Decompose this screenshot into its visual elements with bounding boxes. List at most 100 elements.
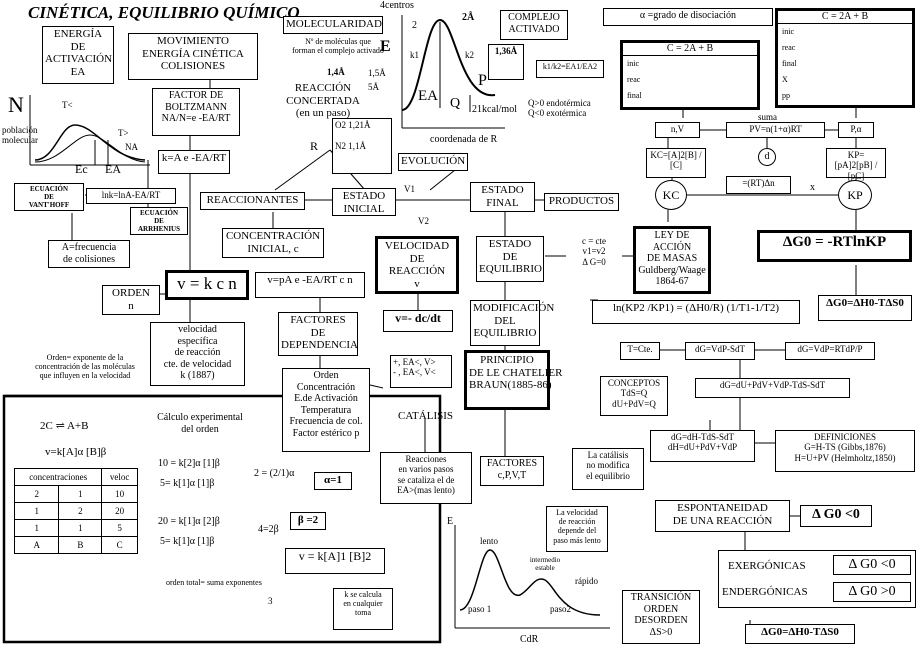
reaction-label-right: C = 2A + B — [778, 11, 912, 24]
catalysis-multi-box: Reacciones en varios pasos se cataliza e… — [380, 452, 472, 504]
eq-factors-box: FACTORES c,P,V,T — [480, 456, 544, 486]
beta-result-box: β =2 — [290, 512, 326, 530]
pa-box: P,α — [838, 122, 874, 138]
eq1: 10 = k[2]α [1]β — [158, 458, 220, 469]
steps-note-box: La velocidad de reacción depende del pas… — [546, 506, 608, 552]
order-box: ORDEN n — [102, 285, 160, 315]
dcdt-box: v=- dc/dt — [383, 310, 453, 332]
pv-box: PV=n(1+α)RT — [726, 122, 825, 138]
evolution-box: EVOLUCIÓN — [398, 153, 468, 171]
rate-law-box: v = k c n — [165, 270, 249, 300]
steps-rapido: rápido — [575, 576, 598, 586]
row-pp-right: pp — [782, 90, 790, 100]
cell-2-1: 1 — [58, 519, 103, 537]
reactants-box: REACCIONANTES — [200, 192, 305, 210]
rows-right: inic reac final X pp — [778, 24, 912, 104]
cell-0-2: 10 — [101, 485, 138, 503]
v1-label: V1 — [404, 184, 415, 194]
dissociation-table-right: C = 2A + B inic reac final X pp — [775, 8, 915, 108]
eq1r: 2 = (2/1)α — [254, 468, 295, 479]
spontaneity-eq-box: Δ G0 <0 — [800, 505, 872, 527]
steps-inter: intermedio estable — [529, 556, 561, 573]
steps-lento: lento — [480, 536, 498, 546]
three-label: 3 — [268, 596, 273, 606]
kcal-label: 21kcal/mol — [472, 104, 517, 115]
factors-box: FACTORES DE DEPENDENCIA — [278, 312, 358, 356]
header-veloc: veloc — [101, 468, 138, 486]
steps-p2: paso2 — [550, 604, 571, 614]
cell-0-1: 1 — [58, 485, 103, 503]
steps-E: E — [447, 516, 454, 527]
rel-box: =(RT)Δn — [726, 176, 791, 194]
suma-label: suma — [758, 112, 777, 122]
spontaneity-box: ESPONTANEIDAD DE UNA REACCIÓN — [655, 500, 790, 532]
d136-box: 1,36Å — [488, 44, 524, 80]
movement-box: MOVIMIENTO ENERGÍA CINÉTICA COLISIONES — [128, 33, 258, 80]
catalysis-plus-box: +, EA<, V>- , EA<, V< — [390, 355, 452, 388]
cell-3-2: C — [101, 536, 138, 554]
steps-cdr: CdR — [520, 634, 539, 645]
cell-1-2: 20 — [101, 502, 138, 520]
cell-0-0: 2 — [13, 485, 60, 503]
population-EA: EA — [105, 162, 121, 176]
cell-3-1: B — [58, 536, 103, 554]
population-Tlo: T< — [62, 100, 73, 110]
catalysis-label: CATÁLISIS — [398, 410, 454, 422]
chatelier-box: PRINCIPIO DE LE CHATELIER BRAUN(1885-86) — [464, 350, 562, 410]
row-x-right: X — [782, 74, 788, 84]
molecularity-note: Nº de moléculas que forman el complejo a… — [292, 37, 384, 56]
population-Thi: T> — [118, 128, 129, 138]
page-title: CINÉTICA, EQUILIBRIO QUÍMICO — [28, 3, 300, 22]
cell-3-0: A — [13, 536, 60, 554]
transition-box: TRANSICIÓN ORDEN DESORDEN ΔS>0 — [622, 590, 700, 644]
mass-action-box: LEY DE ACCIÓN DE MASAS Guldberg/Waage 18… — [633, 226, 711, 294]
dg2-box: dG=VdP=RTdP/P — [785, 342, 875, 360]
alpha-box: α =grado de disociación — [603, 8, 773, 26]
velocity-title: VELOCIDAD DE REACCIÓN — [384, 240, 450, 278]
eq2r: 4=2β — [258, 524, 279, 535]
d15-label: 1,5Å — [368, 68, 386, 78]
steps-p1: paso 1 — [468, 604, 492, 614]
catalysis-minus: - , EA<, V< — [393, 367, 436, 378]
population-Ec: Ec — [75, 162, 88, 176]
ender-label: ENDERGÓNICAS — [722, 586, 808, 598]
endo-label: Q>0 endotérmica Q<0 exotérmica — [528, 98, 591, 119]
d14-label: 1,4Å — [327, 67, 345, 77]
population-N: N — [8, 92, 24, 117]
E-label: E — [380, 38, 391, 55]
velocity-v: v — [414, 277, 420, 290]
row-inic-left: inic — [627, 58, 639, 68]
concerted-label: REACCIÓN CONCERTADA (en un paso) — [286, 82, 360, 120]
lnk-box: lnk=lnA-EA/RT — [86, 188, 176, 204]
total-order: orden total= suma exponentes — [166, 578, 262, 587]
conc-initial-box: CONCENTRACIÓN INICIAL, c — [222, 228, 324, 258]
row-reac-right: reac — [782, 42, 796, 52]
dg3-box: dG=dU+PdV+VdP-TdS-SdT — [695, 378, 850, 398]
ender-eq-box: Δ G0 >0 — [833, 582, 911, 602]
factors-list-box: Orden Concentración E.de Activación Temp… — [282, 368, 370, 452]
specific-box: velocidad específica de reacción cte. de… — [150, 322, 245, 386]
cell-1-1: 2 — [58, 502, 103, 520]
initial-state-box: ESTADO INICIAL — [332, 188, 396, 216]
arrhenius-box: k=A e -EA/RT — [158, 150, 230, 174]
two-label: 2 — [412, 20, 417, 31]
transition-eq-box: ΔG0=ΔH0-TΔS0 — [745, 624, 855, 644]
order-calc: Cálculo experimental del orden — [157, 412, 243, 435]
header-conc: concentraciones — [13, 468, 103, 486]
row-final-left: final — [627, 90, 642, 100]
exer-eq-box: Δ G0 <0 — [833, 555, 911, 575]
kc-circle: KC — [655, 180, 687, 210]
exer-label: EXERGÓNICAS — [728, 560, 806, 572]
order-reaction: 2C ⇌ A+B — [40, 420, 89, 432]
k1-label: k1 — [410, 50, 419, 60]
R-label: R — [310, 139, 319, 153]
centers-label: 4centros — [380, 0, 414, 11]
cell-1-0: 1 — [13, 502, 60, 520]
alpha-result-box: α=1 — [314, 472, 352, 490]
concepts-box: CONCEPTOS TdS=Q dU+PdV=Q — [600, 376, 668, 416]
row-inic-right: inic — [782, 26, 794, 36]
dissociation-table-left: C = 2A + B inic reac final — [620, 40, 760, 110]
